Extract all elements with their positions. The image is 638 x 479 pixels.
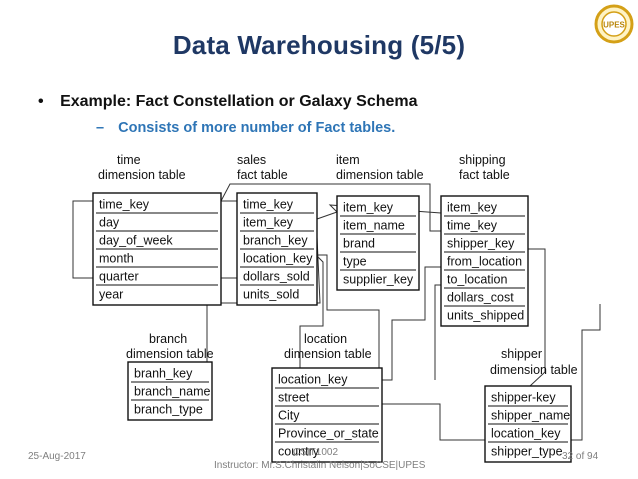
relationship-line <box>299 254 324 368</box>
table-sales-field: item_key <box>243 216 294 230</box>
table-location-field: City <box>278 409 300 423</box>
table-item-field: supplier_key <box>343 273 414 287</box>
table-shipping-header: fact table <box>459 168 510 182</box>
table-time-field: month <box>99 252 134 266</box>
relationship-line <box>382 266 441 381</box>
table-location-field: Province_or_state <box>278 427 379 441</box>
table-branch-header: branch <box>149 332 187 346</box>
table-location-field: location_key <box>278 373 348 387</box>
svg-text:UPES: UPES <box>603 21 625 30</box>
table-shipping-box <box>440 195 529 327</box>
bullet-text: Example: Fact Constellation or Galaxy Sc… <box>60 93 418 110</box>
table-sales-field: dollars_sold <box>243 270 310 284</box>
main-bullet: • Example: Fact Constellation or Galaxy … <box>38 93 418 111</box>
table-shipper-field: shipper_type <box>491 445 563 459</box>
table-shipper-header: shipper <box>501 347 542 361</box>
table-time-field: year <box>99 288 123 302</box>
relationship-line <box>316 211 338 220</box>
bullet-marker: • <box>38 93 44 110</box>
table-branch-field: branch_name <box>134 385 210 399</box>
table-sales-field: time_key <box>243 198 294 212</box>
table-time-field: day <box>99 216 120 230</box>
table-shipping-field: item_key <box>447 201 498 215</box>
table-shipping-header: shipping <box>459 153 506 167</box>
table-item-field: item_key <box>343 201 394 215</box>
footer-course: CSIT1002 <box>293 447 339 458</box>
footer-date: 25-Aug-2017 <box>28 451 86 462</box>
table-shipping-field: to_location <box>447 273 508 287</box>
table-shipping-field: time_key <box>447 219 498 233</box>
table-shipping-field: units_shipped <box>447 309 524 323</box>
table-sales-header: sales <box>237 153 266 167</box>
table-shipper-field: shipper_name <box>491 409 570 423</box>
footer-page-number: 32 of 94 <box>562 451 599 462</box>
table-item-field: type <box>343 255 367 269</box>
relationship-lines <box>72 183 601 441</box>
relationship-line <box>571 304 601 441</box>
university-seal-icon: UPES <box>594 4 634 44</box>
table-time-header: time <box>117 153 141 167</box>
table-location-field: country <box>278 445 320 459</box>
footer-instructor: Instructor: Mr.S.Christalin Nelson|SoCSE… <box>214 460 426 471</box>
table-location-header: dimension table <box>284 347 372 361</box>
table-shipping-field: from_location <box>447 255 522 269</box>
table-time-header: dimension table <box>98 168 186 182</box>
table-sales-header: fact table <box>237 168 288 182</box>
sub-bullet-marker: – <box>96 120 105 136</box>
table-shipping-field: shipper_key <box>447 237 515 251</box>
table-shipper-field: shipper-key <box>491 391 556 405</box>
relationship-line <box>220 183 441 232</box>
table-sales-field: branch_key <box>243 234 308 248</box>
table-item-header: item <box>336 153 360 167</box>
table-item-box <box>336 195 420 291</box>
table-time-field: time_key <box>99 198 150 212</box>
table-branch-box <box>127 361 213 421</box>
table-shipper-field: location_key <box>491 427 561 441</box>
table-item-field: item_name <box>343 219 405 233</box>
table-branch-field: branch_type <box>134 403 203 417</box>
table-location-field: street <box>278 391 310 405</box>
table-location-header: location <box>304 332 347 346</box>
relationship-line <box>317 254 380 368</box>
table-branch-field: branh_key <box>134 367 193 381</box>
table-sales-field: location_key <box>243 252 313 266</box>
table-sales-field: units_sold <box>243 288 299 302</box>
relationship-line <box>434 284 441 380</box>
sub-bullet-text: Consists of more number of Fact tables. <box>118 120 396 136</box>
relationship-line <box>382 403 485 441</box>
table-time-field: quarter <box>99 270 139 284</box>
slide-title: Data Warehousing (5/5) <box>172 30 466 60</box>
table-shipper: shipper dimension table shipper-key shipper… <box>484 347 578 463</box>
sub-bullet: – Consists of more number of Fact tables… <box>96 120 395 136</box>
table-item-field: brand <box>343 237 375 251</box>
relationship-line <box>528 248 546 387</box>
table-shipping-field: dollars_cost <box>447 291 514 305</box>
table-time-field: day_of_week <box>99 234 173 248</box>
table-item-header: dimension table <box>336 168 424 182</box>
table-branch-header: dimension table <box>126 347 214 361</box>
table-location-box <box>271 367 383 463</box>
table-shipper-header: dimension table <box>490 363 578 377</box>
